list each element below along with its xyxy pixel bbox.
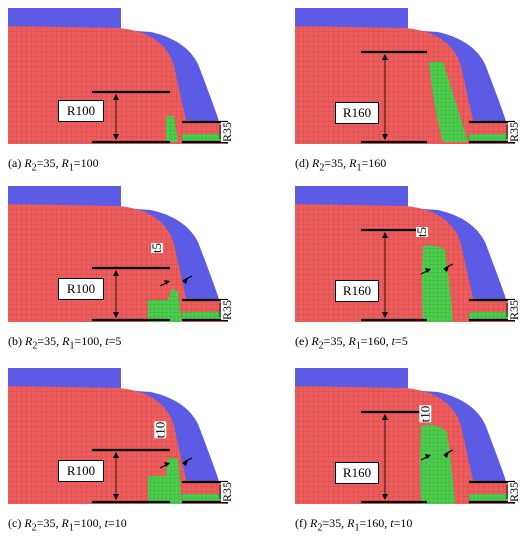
thickness-label: t5: [414, 226, 430, 238]
r2-label: R35: [220, 481, 235, 503]
r2-label: R35: [507, 299, 522, 321]
radius-label: R100: [58, 100, 104, 122]
insert-region: [429, 62, 468, 142]
mesh-c: [8, 368, 228, 504]
insert-region: [166, 116, 178, 142]
insert-region: [420, 424, 455, 504]
r1-arrow-down: [382, 494, 388, 500]
r2-label: R35: [220, 299, 235, 321]
r1-arrow-up: [382, 54, 388, 60]
panel-caption: (d) R2=35, R1=160: [295, 156, 387, 174]
r1-arrow-up: [382, 414, 388, 420]
mesh-a: [8, 8, 228, 144]
flange-strip: [182, 494, 228, 502]
r2-label: R35: [507, 121, 522, 143]
r1-arrow-down: [382, 134, 388, 140]
mesh-e: [295, 186, 515, 322]
radius-label: R160: [335, 102, 379, 124]
panel-caption: (a) R2=35, R1=100: [8, 156, 99, 174]
mesh-b: [8, 186, 228, 322]
r2-label: R35: [220, 121, 235, 143]
radius-label: R100: [58, 278, 104, 300]
flange-strip: [469, 134, 515, 142]
thickness-label: t10: [152, 421, 168, 439]
insert-region: [148, 458, 182, 504]
panel-caption: (c) R2=35, R1=100, t=10: [8, 516, 127, 534]
insert-region: [422, 245, 453, 322]
r1-arrow-up: [113, 452, 119, 458]
mesh-d: [295, 8, 515, 144]
flange-strip: [182, 312, 228, 320]
thickness-label: t10: [417, 405, 433, 423]
panel-caption: (f) R2=35, R1=160, t=10: [295, 516, 413, 534]
r1-arrow-down: [113, 312, 119, 318]
radius-label: R160: [335, 280, 379, 302]
r1-arrow-up: [382, 232, 388, 238]
r1-arrow-down: [113, 134, 119, 140]
radius-label: R160: [335, 462, 379, 484]
radius-label: R100: [58, 460, 104, 482]
flange-strip: [182, 134, 228, 142]
panel-caption: (b) R2=35, R1=100, t=5: [8, 334, 122, 352]
panel-caption: (e) R2=35, R1=160, t=5: [295, 334, 408, 352]
r1-arrow-down: [382, 312, 388, 318]
r1-arrow-down: [113, 494, 119, 500]
thickness-label: t5: [149, 242, 165, 254]
r2-label: R35: [507, 481, 522, 503]
insert-region: [148, 288, 182, 322]
mesh-f: [295, 368, 515, 504]
r1-arrow-up: [113, 94, 119, 100]
flange-strip: [469, 494, 515, 502]
flange-strip: [469, 312, 515, 320]
r1-arrow-up: [113, 270, 119, 276]
